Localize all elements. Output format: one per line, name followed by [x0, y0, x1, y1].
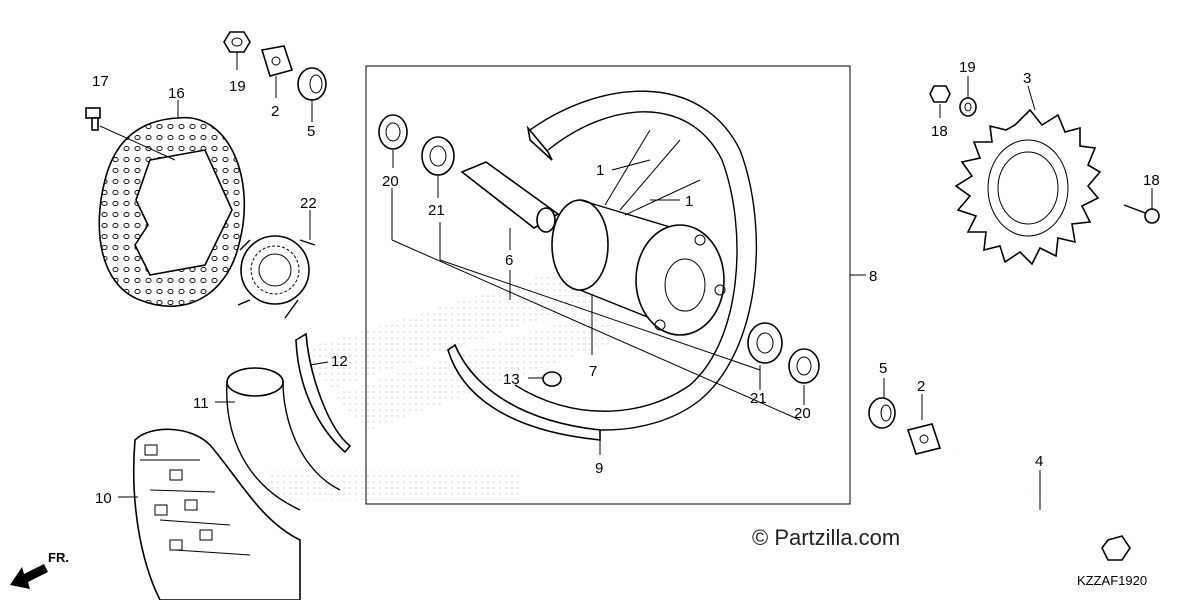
honda-wing-watermark — [270, 270, 620, 500]
rim — [447, 90, 758, 441]
callout-6: 6 — [505, 252, 513, 269]
callout-2-top: 2 — [271, 103, 279, 120]
callout-17: 19 — [229, 78, 246, 95]
tire — [132, 428, 301, 600]
rim-band — [295, 332, 352, 454]
bearing-left — [421, 136, 455, 176]
adjuster-plate-right — [906, 423, 942, 455]
callout-19: 19 — [959, 59, 976, 76]
front-direction-label: FR. — [48, 550, 69, 565]
callout-15: 17 — [92, 73, 109, 90]
callout-22: 22 — [300, 195, 317, 212]
callout-10: 10 — [95, 490, 112, 507]
valve-cap — [542, 371, 562, 387]
callout-1-upper: 1 — [596, 162, 604, 179]
callout-13: 13 — [503, 371, 520, 388]
disc-bolt — [85, 107, 101, 131]
wheel-hub — [551, 199, 726, 336]
partzilla-watermark: © Partzilla.com — [752, 525, 900, 550]
sprocket-bolt — [1123, 204, 1160, 224]
callout-9: 9 — [595, 460, 603, 477]
distance-collar — [460, 161, 560, 233]
callout-3: 3 — [1023, 70, 1031, 87]
driven-sprocket — [954, 108, 1102, 266]
callout-16: 18 — [1143, 172, 1160, 189]
side-collar-right — [868, 397, 896, 429]
axle-nut-top — [223, 31, 251, 53]
dust-seal-right — [788, 348, 820, 384]
spokes — [604, 129, 701, 216]
wheel-assembly-frame — [365, 65, 851, 505]
callout-20-left: 20 — [382, 173, 399, 190]
callout-2-right: 2 — [917, 378, 925, 395]
callout-1-lower: 1 — [685, 193, 693, 210]
adjuster-plate-top — [260, 45, 294, 77]
diagram-reference-code: KZZAF1920 — [1077, 573, 1147, 588]
callout-12: 12 — [331, 353, 348, 370]
brake-disc — [98, 117, 246, 308]
side-collar-top — [297, 67, 327, 101]
callout-8: 8 — [869, 268, 877, 285]
bearing-right — [747, 322, 783, 364]
callout-18: 18 — [931, 123, 948, 140]
callout-5-right: 5 — [879, 360, 887, 377]
callout-4: 4 — [1035, 453, 1043, 470]
sprocket-washer — [959, 97, 977, 117]
inner-tube — [226, 367, 341, 511]
callout-21-right: 21 — [750, 390, 767, 407]
callout-7: 7 — [589, 363, 597, 380]
dust-seal-left — [378, 114, 408, 150]
disc-hub-retainer — [237, 235, 316, 319]
leader-lines — [99, 52, 1153, 510]
callout-21-left: 21 — [428, 202, 445, 219]
sprocket-nut — [929, 85, 951, 103]
front-direction-arrow-icon — [10, 564, 48, 589]
callout-11: 11 — [193, 395, 209, 412]
rear-axle — [954, 451, 1131, 561]
callout-20-right: 20 — [794, 405, 811, 422]
callout-5-top: 5 — [307, 123, 315, 140]
callout-14: 16 — [168, 85, 185, 102]
